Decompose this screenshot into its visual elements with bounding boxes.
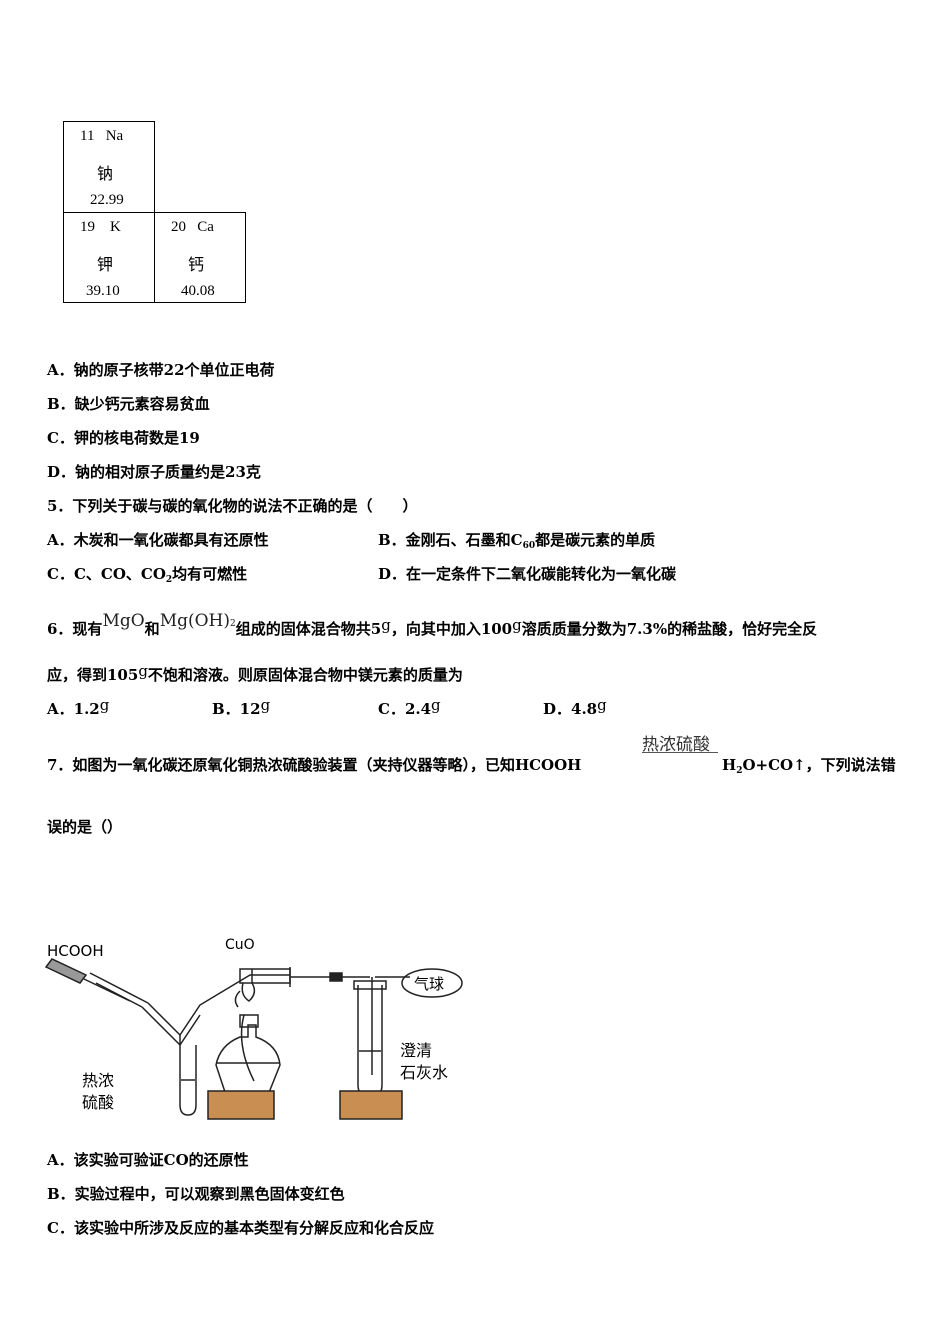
q5-stem: 5．下列关于碳与碳的氧化物的说法不正确的是（ ） (47, 497, 418, 515)
unit-g: g (597, 696, 607, 714)
q4-option-d: D．钠的相对原子质量约是23克 (47, 463, 261, 481)
q5-option-c-text: C．C、CO、CO (47, 565, 166, 583)
label-line: 澄清 (400, 1041, 433, 1060)
label-hot-acid: 热浓 硫酸 (82, 1070, 114, 1114)
element-cell-ca: 20 Ca 钙 40.08 (154, 212, 246, 303)
reaction-arrow-line (642, 752, 718, 753)
balloon-outline (401, 968, 463, 998)
element-name: 钾 (96, 257, 113, 274)
unit-g: g (381, 616, 391, 634)
option-text: D．4.8 (543, 700, 598, 718)
label-hcooh: HCOOH (47, 942, 104, 960)
q6-option-c: C．2.4g (378, 695, 441, 719)
q6-text: 应，得到105 (47, 666, 139, 684)
subscript: 2 (230, 619, 236, 629)
q7-stem-c: 误的是（） (47, 818, 123, 836)
q7-text: H (722, 756, 737, 774)
label-balloon: 气球 (414, 975, 445, 993)
element-symbol: Na (105, 128, 124, 144)
subscript: 60 (522, 541, 536, 551)
label-line: 石灰水 (400, 1063, 449, 1082)
element-symbol: Ca (197, 219, 214, 235)
label-cuo: CuO (225, 937, 255, 953)
unit-g: g (99, 696, 110, 714)
element-cell-k: 19 K 钾 39.10 (63, 212, 155, 303)
acid-tube (179, 1035, 197, 1116)
q6-text: ，向其中加入100 (390, 620, 513, 638)
test-tube (357, 985, 383, 1098)
option-text: B．12 (212, 700, 261, 718)
q5-option-c-text: 均有可燃性 (172, 565, 248, 583)
element-mass: 39.10 (86, 283, 120, 299)
element-mass: 22.99 (90, 192, 124, 208)
q5-option-b: B．金刚石、石墨和C60都是碳元素的单质 (378, 530, 655, 556)
q5-option-d: D．在一定条件下二氧化碳能转化为一氧化碳 (378, 565, 677, 583)
label-limewater: 澄清 石灰水 (400, 1040, 448, 1084)
label-line: 热浓 (82, 1071, 115, 1090)
element-symbol: K (110, 219, 121, 235)
q5-option-c: C．C、CO、CO2均有可燃性 (47, 564, 247, 590)
unit-g: g (512, 616, 522, 634)
alcohol-lamp (215, 1024, 281, 1096)
q6-stem-line2: 应，得到105g不饱和溶液。则原固体混合物中镁元素的质量为 (47, 661, 463, 685)
q6-option-a: A．1.2g (47, 695, 109, 719)
unit-g: g (260, 696, 271, 714)
option-text: A．1.2 (47, 700, 100, 718)
q6-text: 溶质质量分数为7.3%的稀盐酸，恰好完全反 (521, 620, 818, 638)
q6-text: 不饱和溶液。则原固体混合物中镁元素的质量为 (147, 666, 463, 684)
formula-mgoh2: Mg(OH)2 (160, 611, 236, 631)
q7-stem-b: H2O+CO↑，下列说法错 (722, 755, 896, 781)
q4-option-c: C．钾的核电荷数是19 (47, 429, 200, 447)
label-line: 硫酸 (82, 1093, 115, 1112)
q6-stem-line1: 6．现有MgO和Mg(OH)2组成的固体混合物共5g，向其中加入100g溶质质量… (47, 611, 817, 639)
q6-option-b: B．12g (212, 695, 270, 719)
q5-option-a: A．木炭和一氧化碳都具有还原性 (47, 531, 269, 549)
element-mass: 40.08 (181, 283, 215, 299)
q6-text: 6．现有 (47, 620, 103, 638)
q5-option-b-text: B．金刚石、石墨和C (378, 531, 523, 549)
element-number: 11 (80, 128, 95, 144)
reaction-condition: 热浓硫酸 (642, 735, 710, 755)
q6-text: 组成的固体混合物共5 (235, 620, 382, 638)
element-number: 20 (171, 219, 186, 235)
unit-g: g (431, 696, 441, 714)
formula-text: Mg(OH) (159, 611, 231, 631)
q7-option-b: B．实验过程中，可以观察到黑色固体变红色 (47, 1185, 345, 1203)
unit-g: g (138, 662, 148, 680)
q7-option-a: A．该实验可验证CO的还原性 (47, 1151, 249, 1169)
q7-option-c: C．该实验中所涉及反应的基本类型有分解反应和化合反应 (47, 1219, 434, 1237)
subscript: 2 (736, 766, 743, 776)
y-tube (147, 974, 290, 1037)
q5-option-b-text: 都是碳元素的单质 (535, 531, 656, 549)
option-text: C．2.4 (378, 700, 432, 718)
element-cell-na: 11 Na 钠 22.99 (63, 121, 155, 213)
element-name: 钠 (96, 166, 113, 183)
q6-option-d: D．4.8g (543, 695, 607, 719)
q7-stem-a: 7．如图为一氧化碳还原氧化铜热浓硫酸验装置（夹持仪器等略），已知HCOOH (47, 756, 582, 774)
formula-mgo: MgO (102, 611, 145, 631)
q6-text: 和 (144, 620, 160, 638)
dropper-bulb (44, 958, 88, 984)
wood-block-right (339, 1090, 403, 1120)
apparatus-diagram (44, 958, 463, 1120)
q4-option-b: B．缺少钙元素容易贫血 (47, 395, 210, 413)
wood-block-left (207, 1090, 275, 1120)
q7-text: O+CO↑，下列说法错 (742, 756, 896, 774)
element-name: 钙 (187, 257, 204, 274)
q4-option-a: A．钠的原子核带22个单位正电荷 (47, 361, 275, 379)
element-number: 19 (80, 219, 95, 235)
subscript: 2 (165, 575, 173, 585)
